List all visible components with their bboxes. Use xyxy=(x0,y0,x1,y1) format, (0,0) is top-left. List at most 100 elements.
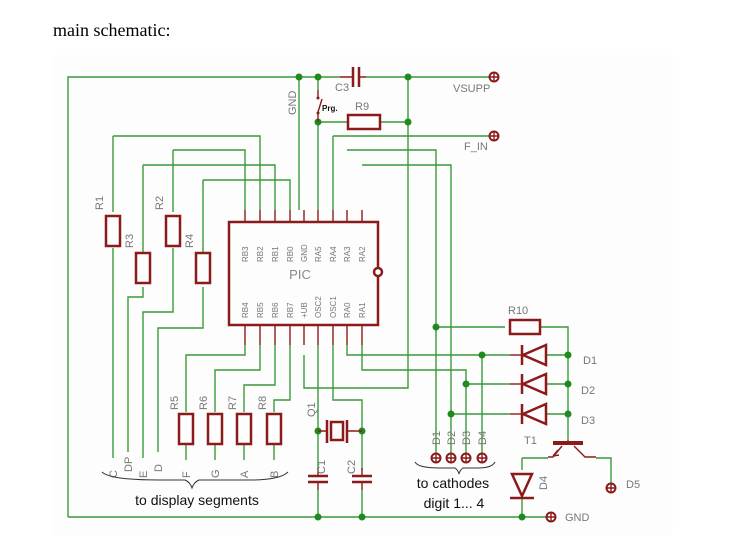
wires xyxy=(67,76,612,518)
ic-pin-label: RB6 xyxy=(271,302,280,318)
junction xyxy=(462,380,470,388)
label-d5: D5 xyxy=(626,479,640,491)
wire-rb2 xyxy=(112,135,261,212)
brace-cathodes xyxy=(414,461,496,475)
label-r3: R3 xyxy=(124,234,136,248)
junction xyxy=(564,351,572,359)
ic-pin-label: RB3 xyxy=(241,246,250,262)
junction xyxy=(358,513,366,521)
cathode-terminal xyxy=(445,452,457,464)
label-q1: Q1 xyxy=(306,402,318,417)
labels: GND C3 VSUPP Prg. R9 F_IN R1 R2 R3 R4 R5… xyxy=(94,82,640,524)
ic-pin-label: RA0 xyxy=(343,302,352,318)
ic-pin-label: OSC1 xyxy=(329,296,338,318)
label-r6: R6 xyxy=(198,396,210,410)
ic-pin-label: +UB xyxy=(300,302,309,318)
resistor-r8 xyxy=(265,412,283,446)
junction xyxy=(404,73,412,81)
wire-seg-e xyxy=(142,248,174,458)
resistor-r3 xyxy=(134,251,152,285)
label-r10: R10 xyxy=(508,305,528,317)
cathode-terminal xyxy=(476,452,488,464)
ic-pin-label: RA2 xyxy=(358,246,367,262)
ic-pin-label: RA1 xyxy=(358,302,367,318)
resistor-r6 xyxy=(206,412,224,446)
wire-gnd-loop xyxy=(67,76,548,518)
ic-pin-label: GND xyxy=(300,244,309,262)
junction xyxy=(478,351,486,359)
cathode-terminal xyxy=(430,452,442,464)
wire-rb7 xyxy=(273,345,291,412)
wire-rb0 xyxy=(202,179,291,252)
label-r5: R5 xyxy=(169,396,181,410)
segment-label: C xyxy=(108,470,120,478)
wire-rb1 xyxy=(142,164,276,252)
diode-d1 xyxy=(510,343,548,367)
terminal-f-in xyxy=(488,130,500,142)
junction xyxy=(432,323,440,331)
resistor-r5 xyxy=(177,412,195,446)
brace-segments xyxy=(101,471,289,490)
label-r7: R7 xyxy=(227,396,239,410)
segment-label: F xyxy=(181,471,193,478)
wire-f-in xyxy=(332,135,490,210)
wire-rb6 xyxy=(243,345,276,412)
wire-seg-dp xyxy=(127,287,144,452)
ic-name: PIC xyxy=(289,267,311,282)
cathode-label: D3 xyxy=(461,431,473,445)
junctions xyxy=(295,73,572,521)
label-f-in: F_IN xyxy=(464,141,488,153)
segment-label: E xyxy=(138,471,150,478)
ic-pin-label: RA4 xyxy=(329,246,338,262)
label-gnd-top: GND xyxy=(287,91,299,116)
cathode-label: D4 xyxy=(477,431,489,445)
wire-seg-d xyxy=(157,287,204,452)
prg-switch xyxy=(316,90,323,122)
ic-pin-label: RB0 xyxy=(286,246,295,262)
ic-pin-label: RA5 xyxy=(314,246,323,262)
label-d3: D3 xyxy=(581,415,595,427)
junction xyxy=(447,410,455,418)
wire-ra4 xyxy=(347,149,437,455)
wire-ra1 xyxy=(361,345,467,455)
label-d2: D2 xyxy=(581,385,595,397)
ic-pin-label: RB5 xyxy=(256,302,265,318)
label-c3: C3 xyxy=(335,82,349,94)
caption-cathodes-line1: to cathodes xyxy=(417,475,489,491)
caption-segments: to display segments xyxy=(135,492,259,508)
capacitors xyxy=(308,67,372,490)
label-gnd-bottom: GND xyxy=(565,512,590,524)
diodes xyxy=(510,343,548,500)
resistor-r2 xyxy=(164,214,182,248)
label-d1: D1 xyxy=(583,355,597,367)
terminal-vsupp xyxy=(488,71,500,83)
ic-pin-label: RB2 xyxy=(256,246,265,262)
label-r8: R8 xyxy=(257,396,269,410)
segment-label: G xyxy=(210,469,222,478)
wire-ra0 xyxy=(346,345,483,455)
label-r1: R1 xyxy=(94,196,106,210)
terminals xyxy=(430,71,617,523)
label-prg: Prg. xyxy=(322,104,338,113)
diode-d4 xyxy=(510,472,534,500)
resistors xyxy=(104,113,542,446)
segment-label: B xyxy=(269,471,281,478)
junction xyxy=(314,73,322,81)
wire-osc1 xyxy=(332,345,363,517)
wire-rb3 xyxy=(172,149,246,212)
junction xyxy=(295,73,303,81)
caption-cathodes-line2: digit 1... 4 xyxy=(424,495,485,511)
resistor-r9 xyxy=(346,113,382,131)
junction xyxy=(518,513,526,521)
wire-t1 xyxy=(522,457,612,485)
junction xyxy=(564,380,572,388)
capacitor-c1 xyxy=(308,474,328,484)
label-vsupp: VSUPP xyxy=(453,83,490,95)
cathode-label: D1 xyxy=(431,431,443,445)
cathode-terminal xyxy=(460,452,472,464)
wire-rb4 xyxy=(185,345,246,412)
wire-seg-fgab xyxy=(185,445,275,460)
resistor-r10 xyxy=(508,318,542,336)
